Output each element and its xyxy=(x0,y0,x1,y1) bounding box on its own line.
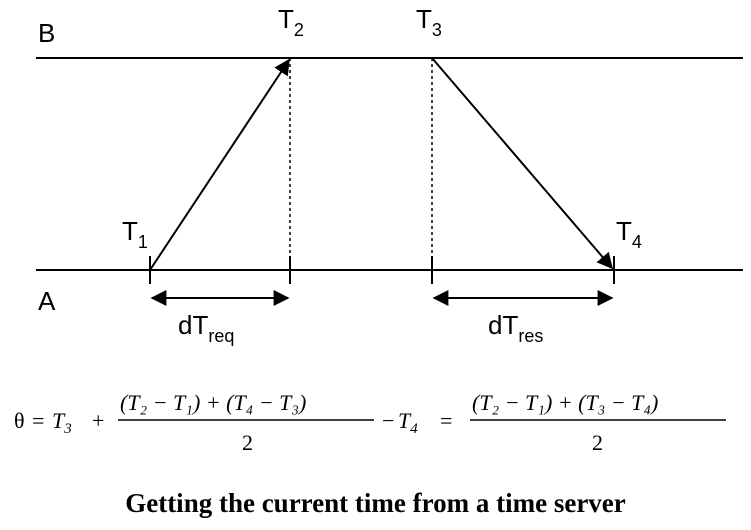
response-arrow xyxy=(431,57,614,270)
numerator-left: (T₂ − T₁) + (T₄ − T₃) xyxy=(120,390,306,415)
label-t1: T1 xyxy=(122,216,148,252)
formula-t3: T3 xyxy=(52,408,72,437)
denominator-left: 2 xyxy=(242,430,253,455)
label-dtreq: dTreq xyxy=(178,310,234,346)
formula-equals-2: = xyxy=(440,408,452,433)
formula-t4: T4 xyxy=(398,408,418,437)
label-dtres: dTres xyxy=(488,310,543,346)
label-a: A xyxy=(38,286,56,316)
formula-plus: + xyxy=(92,408,104,433)
label-t4: T4 xyxy=(616,216,642,252)
message-timing-diagram: B A T1 T2 T3 T4 dTreq dTres xyxy=(36,4,743,346)
request-arrow xyxy=(149,58,290,271)
denominator-right: 2 xyxy=(592,430,603,455)
label-t2: T2 xyxy=(278,4,304,40)
label-b: B xyxy=(38,18,55,48)
formula-minus: − xyxy=(382,408,394,433)
numerator-right: (T₂ − T₁) + (T₃ − T₄) xyxy=(472,390,658,415)
formula-equals-1: = xyxy=(32,408,44,433)
label-t3: T3 xyxy=(416,4,442,40)
figure-caption: Getting the current time from a time ser… xyxy=(125,488,626,518)
offset-formula: θ = T3 + (T₂ − T₁) + (T₄ − T₃) 2 − T4 = … xyxy=(14,390,726,455)
formula-theta: θ xyxy=(14,408,25,433)
